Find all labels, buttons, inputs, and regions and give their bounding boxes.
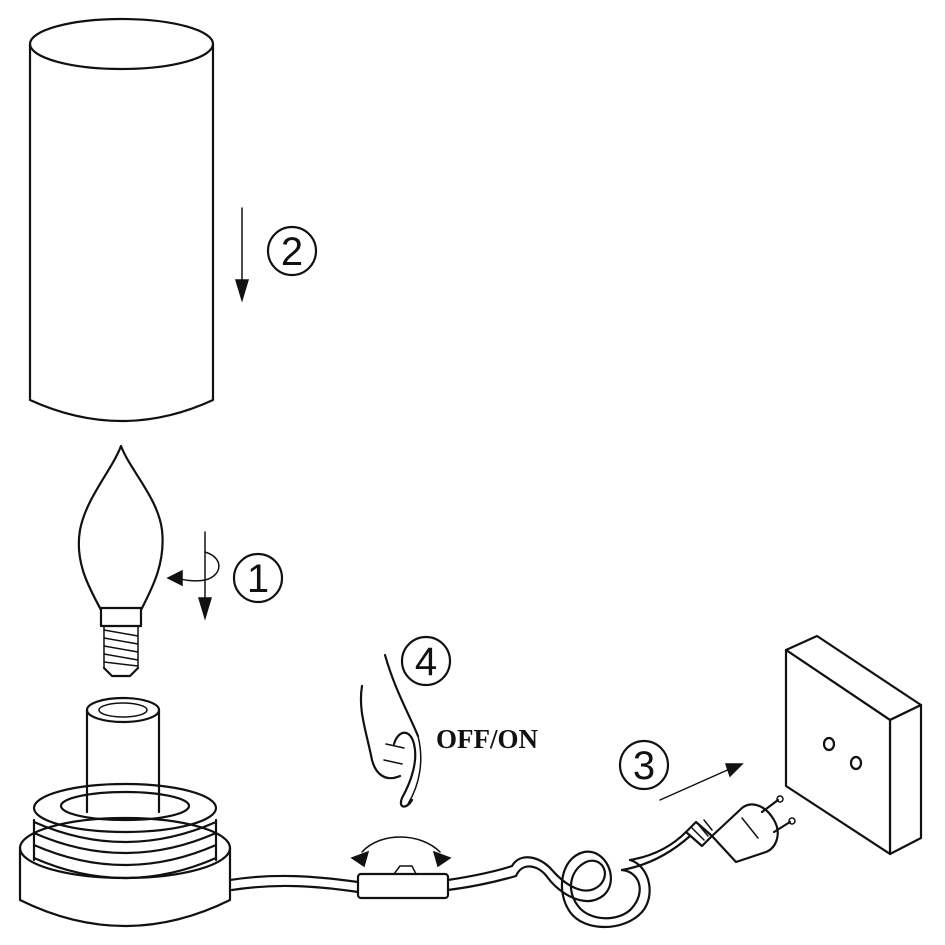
step-4-marker: 4 xyxy=(400,635,452,687)
wall-socket xyxy=(784,634,923,856)
rotate-arrow-step-1 xyxy=(166,531,220,621)
switch-toggle-arrows xyxy=(350,836,452,868)
lamp-base xyxy=(18,696,232,928)
step-1-marker: 1 xyxy=(232,552,284,604)
hand-icon xyxy=(359,653,422,808)
inline-switch xyxy=(356,865,450,900)
power-cord xyxy=(228,830,692,929)
down-arrow-step-2 xyxy=(234,207,250,303)
candle-bulb xyxy=(77,444,164,678)
switch-label: OFF/ON xyxy=(436,724,538,754)
step-1-number: 1 xyxy=(247,557,269,601)
step-2-marker: 2 xyxy=(266,225,318,277)
step-4-number: 4 xyxy=(415,640,437,684)
glass-shade xyxy=(28,17,215,423)
step-3-number: 3 xyxy=(633,744,655,788)
step-2-number: 2 xyxy=(281,230,303,274)
step-3-marker: 3 xyxy=(618,739,670,791)
plug xyxy=(684,795,796,864)
plug-in-arrow-step-3 xyxy=(659,763,744,801)
